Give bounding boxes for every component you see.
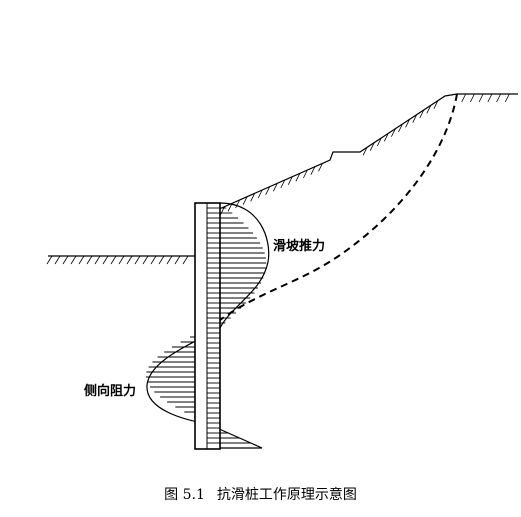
- figure-caption: 图 5.1 抗滑桩工作原理示意图: [0, 484, 521, 504]
- figure-number: 图 5.1: [164, 487, 205, 503]
- slope-profile: [216, 93, 518, 215]
- sliding-thrust-label: 滑坡推力: [273, 239, 326, 254]
- figure-title: 抗滑桩工作原理示意图: [216, 487, 357, 503]
- anti-slide-pile: [194, 202, 221, 450]
- toe-resistance-triangle: [207, 423, 263, 449]
- left-ground-surface: [46, 255, 195, 265]
- thrust-diagram-outline: [219, 202, 270, 329]
- lateral-resistance-label: 侧向阻力: [84, 384, 137, 399]
- sliding-surface-dashed-line: [219, 93, 458, 321]
- resistance-diagram-outline: [146, 327, 221, 425]
